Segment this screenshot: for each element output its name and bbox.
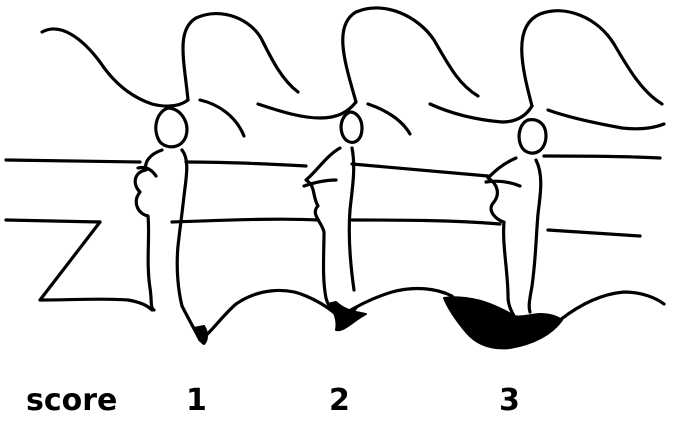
- vertebrae-drawing: [0, 0, 673, 360]
- joint-1: [135, 108, 187, 310]
- score-label: score: [26, 386, 117, 416]
- score-3-label: 3: [499, 386, 520, 416]
- joint-2: [304, 112, 362, 312]
- spinous-process-3: [430, 11, 664, 129]
- deposit-score-3: [444, 297, 562, 348]
- spinous-process-1: [42, 14, 298, 136]
- left-bottom-shape: [40, 222, 152, 310]
- upper-line: [6, 156, 660, 176]
- ventral-contour: [182, 289, 664, 340]
- score-2-label: 2: [329, 386, 350, 416]
- score-1-label: 1: [186, 386, 207, 416]
- spinous-process-2: [258, 8, 478, 134]
- joint-3: [486, 120, 546, 316]
